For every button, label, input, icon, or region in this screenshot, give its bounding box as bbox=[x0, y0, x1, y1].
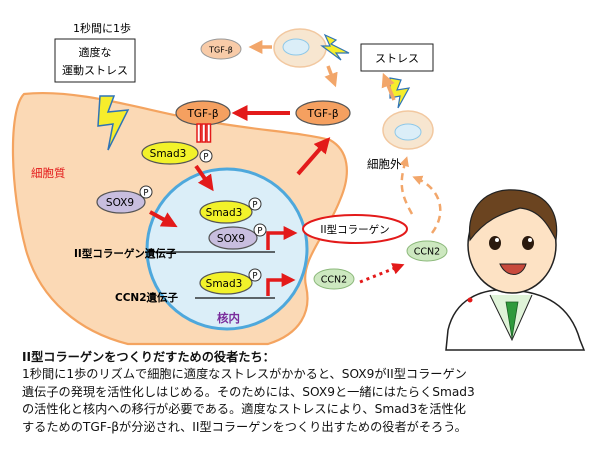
lightning-icon bbox=[97, 95, 130, 151]
arrow bbox=[381, 72, 396, 101]
dotted-arrow bbox=[359, 263, 405, 284]
dashed-arrow bbox=[399, 156, 414, 215]
smad3-nucleus bbox=[199, 200, 253, 224]
secreting-cell-top bbox=[273, 28, 327, 68]
phospho-label: P bbox=[143, 189, 148, 199]
phospho-label: P bbox=[203, 153, 208, 163]
sox9-nucleus-label: SOX9 bbox=[217, 233, 245, 245]
tgf-beta-small-label: TGF-β bbox=[208, 46, 233, 55]
caption-line: の活性化と核内への移行が必要である。適度なストレスにより、Smad3を活性化 bbox=[22, 402, 466, 417]
ccn2-inside bbox=[313, 268, 355, 290]
lightning-icon bbox=[320, 33, 350, 61]
moderate-stress-label: 運動ストレス bbox=[62, 63, 128, 77]
nucleus-label: 核内 bbox=[217, 311, 240, 325]
collagen-protein bbox=[302, 214, 408, 244]
phospho-label: P bbox=[252, 201, 257, 211]
stress-box bbox=[360, 43, 434, 72]
arrow bbox=[296, 137, 331, 176]
smad3-ccn2 bbox=[199, 271, 253, 295]
caption-line: 1秒間に1歩のリズムで細胞に適度なストレスがかかると、SOX9がII型コラーゲン bbox=[22, 367, 467, 382]
extracellular-label: 細胞外 bbox=[367, 157, 402, 171]
moderate-stress-label: 適度な bbox=[79, 45, 112, 59]
phospho-icon bbox=[248, 268, 262, 282]
moderate-stress-box bbox=[54, 38, 136, 83]
ccn2-outside bbox=[406, 240, 448, 262]
collagen-protein-label: II型コラーゲン bbox=[320, 223, 389, 236]
caption-title: II型コラーゲンをつくりだすための役者たち： bbox=[22, 350, 275, 364]
tgf-beta-secreted-label: TGF-β bbox=[306, 108, 338, 120]
phospho-label: P bbox=[257, 227, 262, 237]
doctor-illustration bbox=[445, 189, 586, 351]
caption-line: するためのTGF-βが分泌され、II型コラーゲンをつくり出すための役者がそろう。 bbox=[22, 419, 467, 434]
dashed-arrow bbox=[412, 175, 442, 234]
collagen-gene-label: II型コラーゲン遺伝子 bbox=[74, 247, 177, 260]
sox9-cytoplasm-label: SOX9 bbox=[106, 197, 134, 209]
phospho-icon bbox=[253, 223, 267, 237]
smad3-ccn2-label: Smad3 bbox=[206, 278, 243, 290]
arrow bbox=[266, 273, 296, 296]
sox9-nucleus bbox=[208, 226, 258, 250]
ccn2-gene-label: CCN2遺伝子 bbox=[115, 291, 179, 304]
arrow bbox=[194, 164, 214, 192]
smad3-cytoplasm-label: Smad3 bbox=[150, 148, 187, 160]
cytoplasm-label: 細胞質 bbox=[31, 166, 66, 180]
phospho-icon bbox=[199, 149, 213, 163]
ccn2-outside-label: CCN2 bbox=[414, 247, 440, 258]
caption: II型コラーゲンをつくりだすための役者たち： 1秒間に1歩のリズムで細胞に適度な… bbox=[22, 349, 582, 436]
stress-label: ストレス bbox=[375, 52, 419, 65]
secreting-cell-right bbox=[382, 110, 434, 150]
phospho-icon bbox=[248, 197, 262, 211]
arrow bbox=[324, 65, 338, 88]
phospho-label: P bbox=[252, 272, 257, 282]
sox9-cytoplasm bbox=[96, 190, 146, 214]
phospho-icon bbox=[139, 185, 153, 199]
tgf-beta-receptor-label: TGF-β bbox=[186, 108, 218, 120]
pace-label: 1秒間に1歩 bbox=[73, 21, 131, 35]
caption-line: 遺伝子の発現を活性化しはじめる。そのためには、SOX9と一緒にはたらくSmad3 bbox=[22, 384, 475, 399]
smad3-nucleus-label: Smad3 bbox=[206, 207, 243, 219]
arrow bbox=[149, 210, 178, 228]
tgf-beta-small bbox=[200, 38, 242, 60]
arrow bbox=[266, 226, 298, 250]
smad3-cytoplasm bbox=[141, 141, 199, 165]
ccn2-inside-label: CCN2 bbox=[321, 275, 347, 286]
tgf-receptor bbox=[196, 123, 212, 143]
tgf-beta-secreted bbox=[295, 100, 351, 126]
